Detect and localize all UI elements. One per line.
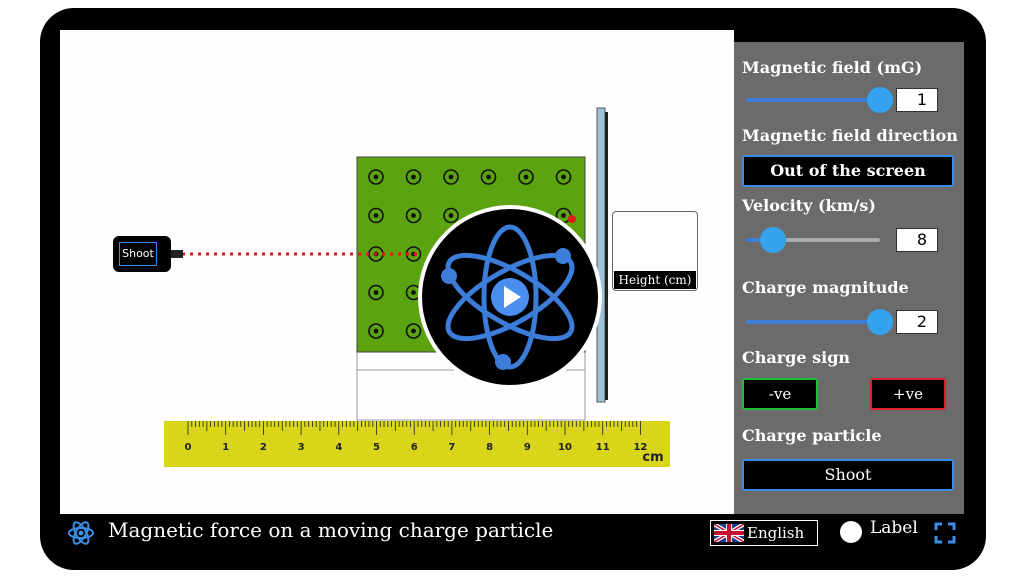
velocity-input[interactable]: 8 <box>896 228 938 252</box>
particle-gun[interactable]: Shoot <box>113 236 171 272</box>
positive-sign-button[interactable]: +ve <box>870 378 946 410</box>
fullscreen-icon[interactable] <box>934 522 956 544</box>
height-display: Height (cm) <box>612 211 698 291</box>
slider-thumb[interactable] <box>867 87 893 113</box>
charge-sign-label: Charge sign <box>742 348 851 367</box>
language-label: English <box>747 524 805 542</box>
label-toggle[interactable] <box>840 521 862 543</box>
atom-icon <box>68 521 94 545</box>
magnetic-field-input[interactable]: 1 <box>896 88 938 112</box>
shoot-button[interactable]: Shoot <box>742 459 954 491</box>
velocity-slider[interactable] <box>746 227 880 253</box>
height-label: Height (cm) <box>614 271 696 289</box>
negative-sign-button[interactable]: -ve <box>742 378 818 410</box>
play-button[interactable] <box>420 207 600 387</box>
language-selector[interactable]: English <box>710 520 818 546</box>
magnetic-field-slider[interactable] <box>746 87 893 113</box>
charge-magnitude-slider[interactable] <box>746 309 893 335</box>
page-title: Magnetic force on a moving charge partic… <box>108 518 554 542</box>
control-panel: Magnetic field (mG) 1 Magnetic field dir… <box>734 42 964 514</box>
uk-flag-icon <box>714 524 744 542</box>
bottom-bar: Magnetic force on a moving charge partic… <box>60 514 964 552</box>
charge-particle-label: Charge particle <box>742 426 882 445</box>
magnetic-field-label: Magnetic field (mG) <box>742 58 923 77</box>
direction-label: Magnetic field direction <box>742 126 958 145</box>
charge-magnitude-input[interactable]: 2 <box>896 310 938 334</box>
charge-magnitude-label: Charge magnitude <box>742 278 909 297</box>
direction-select[interactable]: Out of the screen <box>742 155 954 187</box>
slider-thumb[interactable] <box>867 309 893 335</box>
label-toggle-text: Label <box>870 518 918 538</box>
gun-shoot-button[interactable]: Shoot <box>119 242 157 266</box>
slider-thumb[interactable] <box>760 227 786 253</box>
velocity-label: Velocity (km/s) <box>742 196 876 215</box>
